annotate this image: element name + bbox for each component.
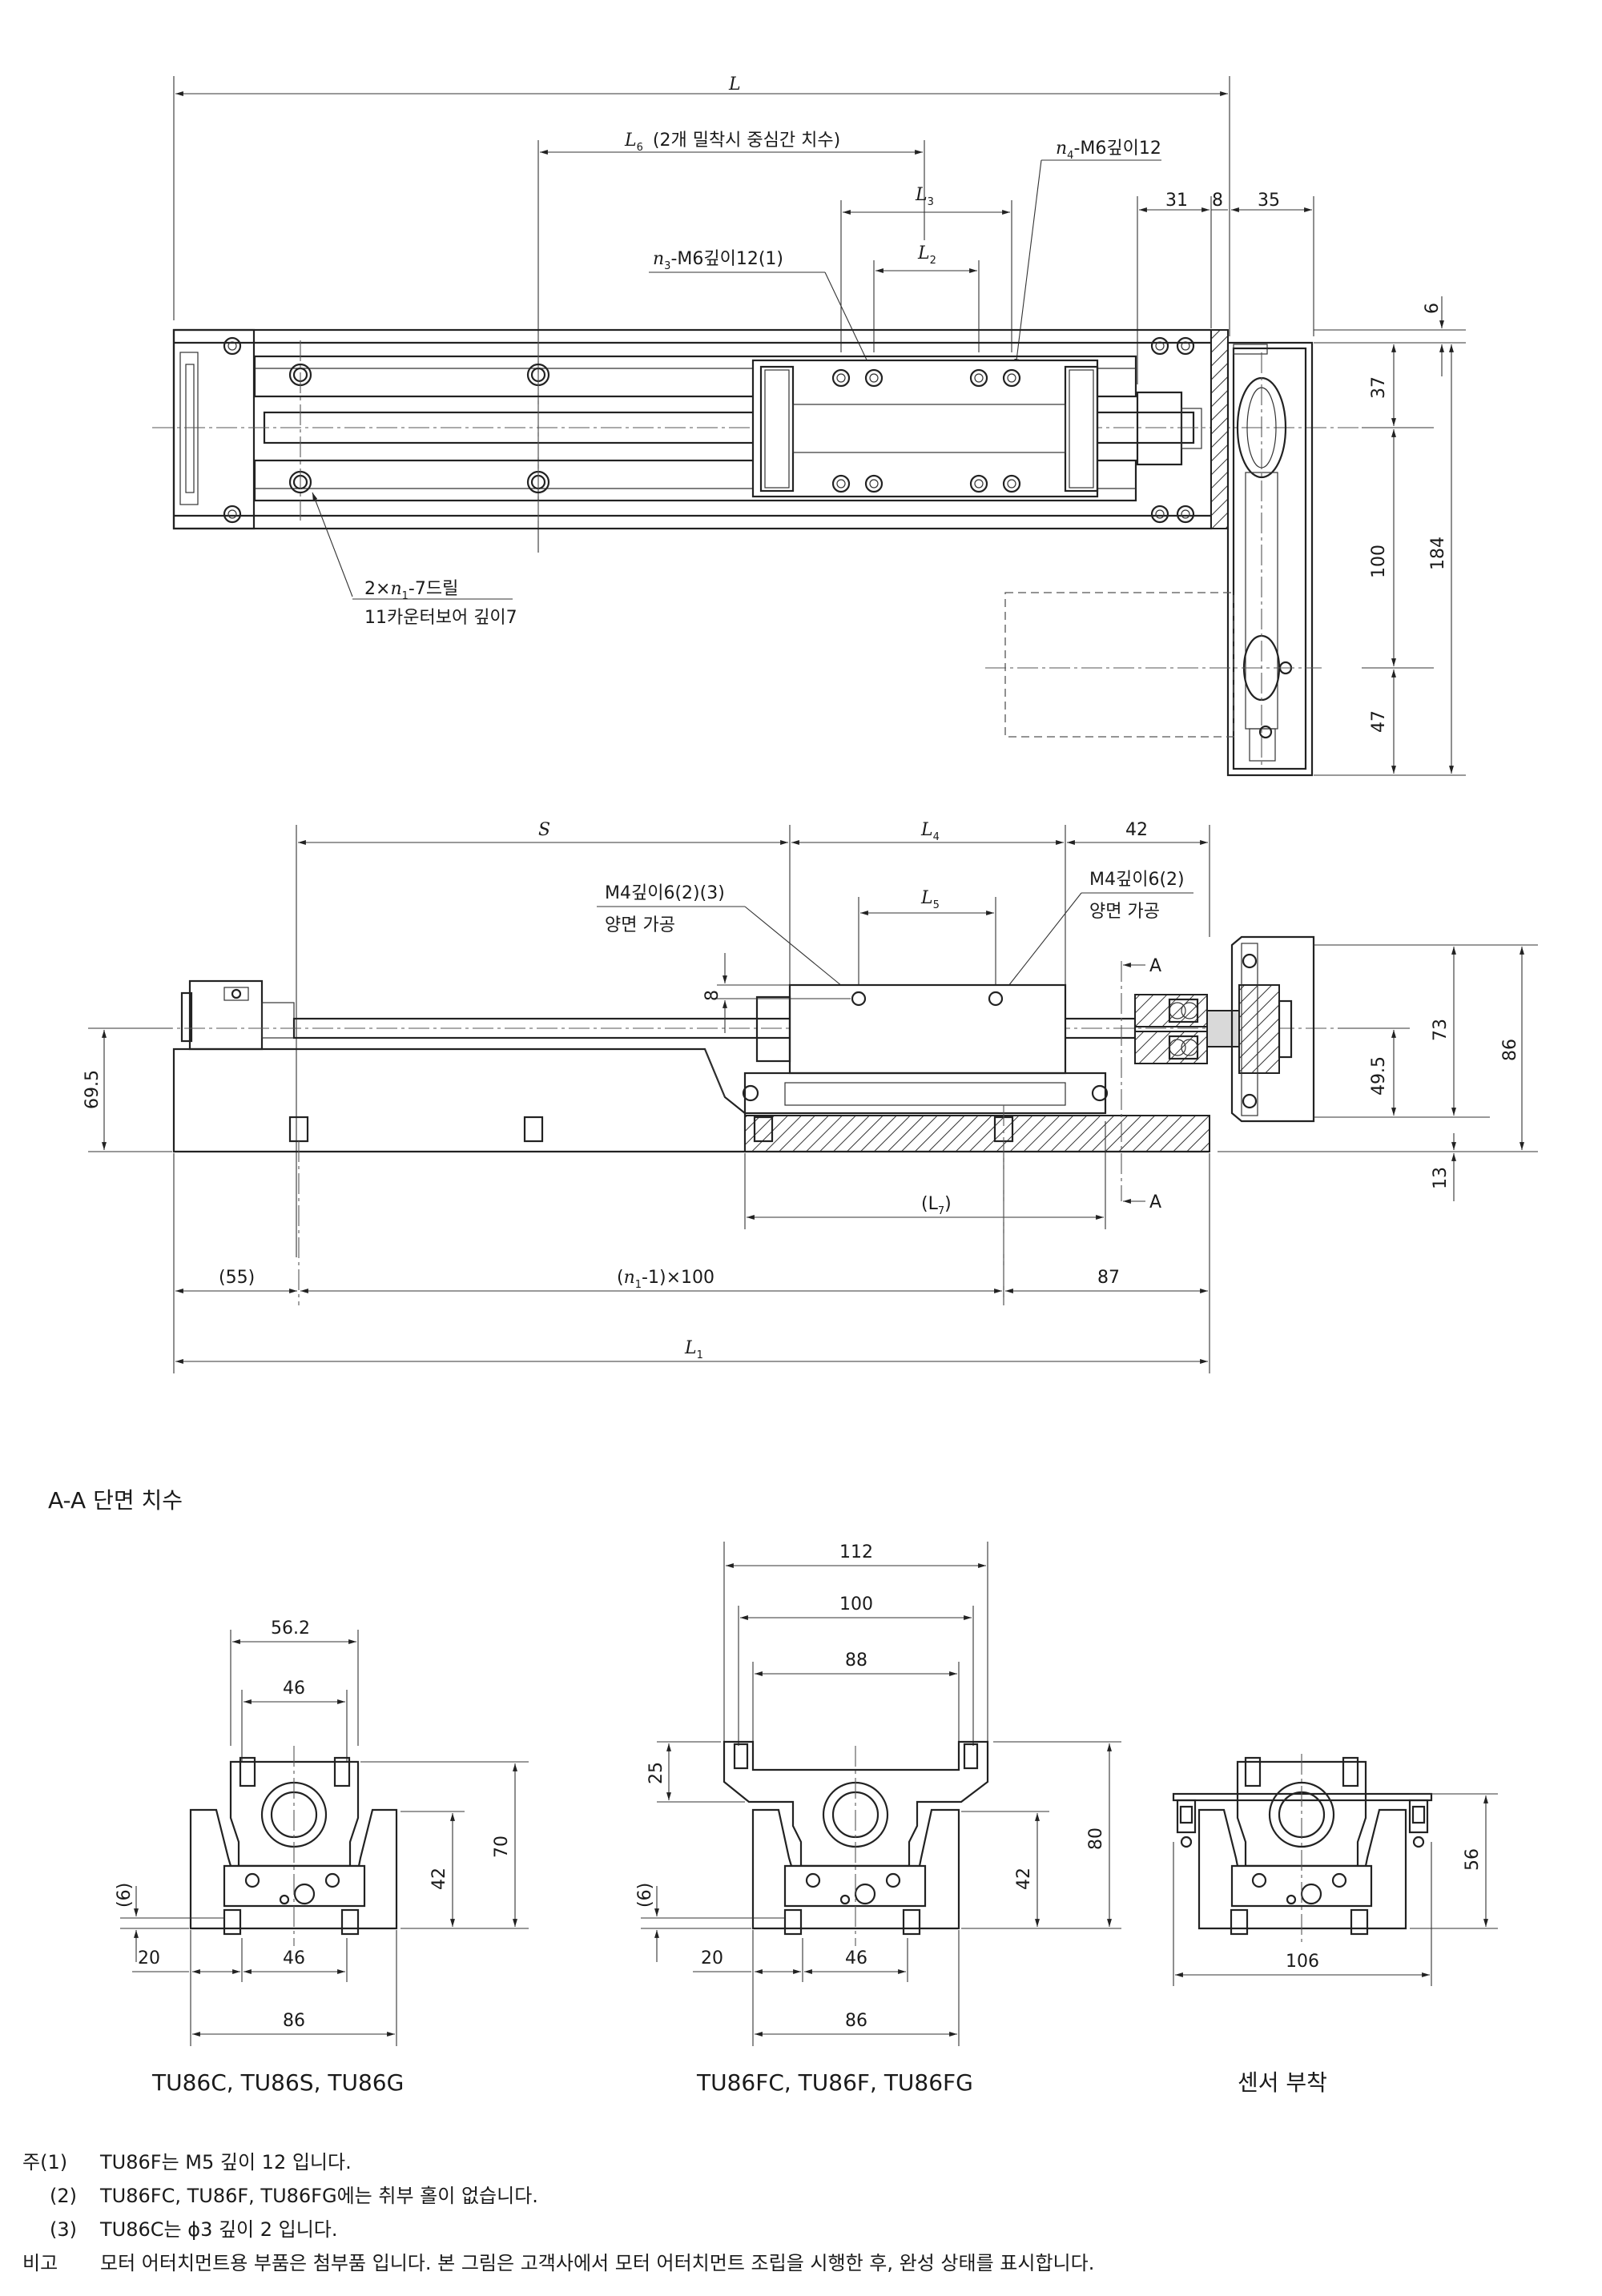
s2-dim-86: 86 (845, 2011, 867, 2031)
s2-dim-42: 42 (1014, 1868, 1034, 1890)
dim-8-side: 8 (702, 990, 723, 1001)
dim-L: L (728, 74, 741, 94)
dim-49-5: 49.5 (1369, 1056, 1389, 1096)
note-4-mark: 비고 (22, 2252, 58, 2274)
dim-69-5: 69.5 (83, 1070, 103, 1109)
notes: 주(1) TU86F는 M5 깊이 12 입니다. (2) TU86FC, TU… (22, 2151, 1094, 2274)
s1-dim-46-bottom: 46 (283, 1948, 305, 1968)
top-view: L L6(2개 밀착시 중심간 치수) n4-M6깊이12 L3 L2 n3-M… (152, 74, 1466, 777)
section-title: A-A 단면 치수 (48, 1487, 183, 1514)
s1-dim-42: 42 (429, 1868, 449, 1890)
s3-dim-56: 56 (1463, 1848, 1483, 1871)
s2-dim-20: 20 (701, 1948, 723, 1968)
dim-S: S (538, 820, 550, 840)
s2-dim-46-bottom: 46 (845, 1948, 867, 1968)
note-4-text: 모터 어터치먼트용 부품은 첨부품 입니다. 본 그림은 고객사에서 모터 어터… (100, 2252, 1094, 2274)
n3-label: n3-M6깊이12(1) (653, 249, 783, 272)
note-3-mark: (3) (50, 2218, 77, 2241)
dim-pitch: (n1-1)×100 (617, 1268, 714, 1291)
s2-dim-25: 25 (646, 1762, 666, 1784)
section-tu86c: 56.2 46 42 70 (6) (115, 1618, 529, 2096)
note-3-text: TU86C는 ϕ3 깊이 2 입니다. (99, 2218, 338, 2241)
dim-86-side: 86 (1500, 1039, 1520, 1061)
s2-dim-80: 80 (1086, 1828, 1106, 1850)
s2-caption: TU86FC, TU86F, TU86FG (696, 2069, 973, 2096)
dim-35: 35 (1258, 191, 1280, 211)
dim-L4: L4 (920, 820, 940, 843)
dim-L1: L1 (684, 1338, 703, 1361)
dim-184: 184 (1428, 537, 1448, 570)
m4-right-line1: M4깊이6(2) (1089, 870, 1185, 890)
s1-dim-20: 20 (138, 1948, 160, 1968)
dim-13: 13 (1431, 1167, 1451, 1189)
s2-dim-88: 88 (845, 1651, 867, 1671)
s1-dim-46-top: 46 (283, 1679, 305, 1699)
dim-L5: L5 (920, 888, 940, 911)
dim-47: 47 (1369, 710, 1389, 733)
s1-dim-56-2: 56.2 (271, 1618, 310, 1639)
note-1-mark: 주(1) (22, 2151, 67, 2173)
section-sensor: 56 106 센서 부착 (1172, 1754, 1498, 2096)
dim-8: 8 (1212, 191, 1223, 211)
drill-callout-line2: 11카운터보어 깊이7 (364, 608, 517, 628)
m4-right-line2: 양면 가공 (1089, 902, 1160, 922)
s1-dim-70: 70 (492, 1836, 512, 1858)
dim-37: 37 (1369, 376, 1389, 399)
s3-caption: 센서 부착 (1238, 2069, 1327, 2096)
drill-callout-line1: 2×n1-7드릴 (364, 579, 458, 602)
note-1-text: TU86F는 M5 깊이 12 입니다. (99, 2151, 352, 2173)
s1-dim-86: 86 (283, 2011, 305, 2031)
dim-100-top: 100 (1369, 545, 1389, 578)
s2-dim-112: 112 (839, 1542, 873, 1562)
section-A-top: A (1149, 956, 1161, 976)
n4-label: n4-M6깊이12 (1056, 139, 1161, 162)
dim-L6: L6(2개 밀착시 중심간 치수) (624, 131, 840, 154)
note-2-mark: (2) (50, 2185, 77, 2207)
dim-87: 87 (1097, 1268, 1120, 1288)
s3-dim-106: 106 (1286, 1952, 1319, 1972)
s2-dim-100: 100 (839, 1594, 873, 1614)
section-tu86fc: 112 100 88 25 42 80 (635, 1542, 1121, 2096)
s1-caption: TU86C, TU86S, TU86G (151, 2069, 404, 2096)
note-2-text: TU86FC, TU86F, TU86FG에는 취부 홀이 없습니다. (99, 2185, 538, 2207)
dim-6-top: 6 (1423, 303, 1443, 314)
m4-left-line2: 양면 가공 (605, 915, 675, 935)
m4-left-line1: M4깊이6(2)(3) (605, 883, 725, 903)
section-A-bottom: A (1149, 1192, 1161, 1212)
dim-42-side: 42 (1125, 820, 1148, 840)
s1-dim-6: (6) (115, 1883, 135, 1908)
dim-L3: L3 (915, 185, 934, 208)
dim-L2: L2 (917, 243, 936, 267)
dim-31: 31 (1165, 191, 1188, 211)
dim-73: 73 (1431, 1019, 1451, 1041)
side-view: S L4 42 L5 M4깊이6(2)(3) 양면 가공 M4깊이6(2) 양면… (83, 820, 1538, 1373)
s2-dim-6: (6) (635, 1883, 655, 1908)
dim-L7: (L7) (921, 1194, 952, 1217)
dim-55: (55) (219, 1268, 255, 1288)
